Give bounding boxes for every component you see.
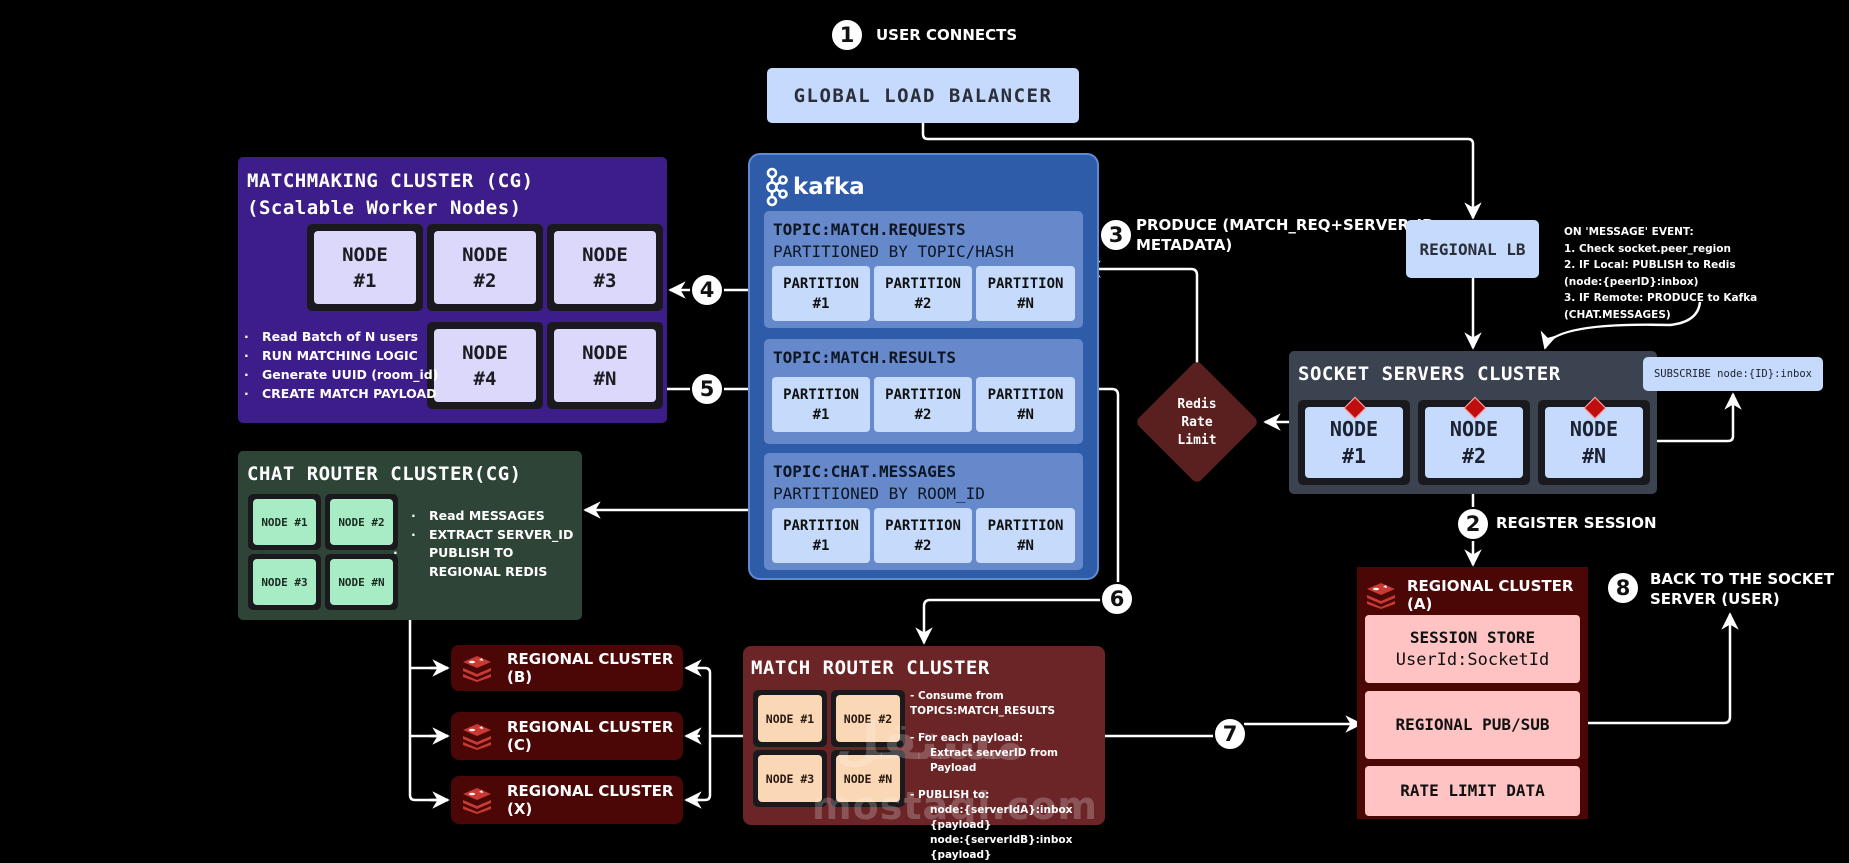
match-router-node-3[interactable]: NODE #3 [753,750,827,807]
match-router-title: MATCH ROUTER CLUSTER [751,657,990,679]
regional-load-balancer[interactable]: REGIONAL LB [1406,220,1539,278]
chat-router-title: CHAT ROUTER CLUSTER(CG) [247,463,522,485]
matchmaking-bullets: Read Batch of N users RUN MATCHING LOGIC… [244,327,438,403]
step-8-label: BACK TO THE SOCKET SERVER (USER) [1650,570,1835,608]
match-router-node-1[interactable]: NODE #1 [753,690,827,747]
kafka-icon [766,167,788,207]
regional-a-header: REGIONAL CLUSTER (A) [1365,577,1588,613]
chat-node-3[interactable]: NODE #3 [248,554,321,610]
redis-icon [463,723,491,750]
subscribe-inbox-box[interactable]: SUBSCRIBE node:{ID}:inbox [1643,357,1823,391]
match-router-node-n[interactable]: NODE #N [831,750,905,807]
arrow-pubsub-to-socket [1580,612,1739,725]
partition-1[interactable]: PARTITION#1 [772,508,870,563]
regional-cluster-x[interactable]: REGIONAL CLUSTER (X) [451,776,683,824]
partition-n[interactable]: PARTITION#N [976,377,1075,432]
topic-title: TOPIC:CHAT.MESSAGES [773,462,957,481]
redis-icon [463,655,491,682]
session-store[interactable]: SESSION STORE UserId:SocketId [1365,615,1580,683]
step-4-badge: 4 [690,273,724,307]
match-router-node-2[interactable]: NODE #2 [831,690,905,747]
kafka-cluster: kafka TOPIC:MATCH.REQUESTS PARTITIONED B… [748,153,1099,580]
topic-title: TOPIC:MATCH.RESULTS [773,348,957,367]
kafka-logo: kafka [764,167,865,207]
topic-subtitle: PARTITIONED BY TOPIC/HASH [773,242,1014,261]
arrow-socket-to-subscribe [1640,392,1742,443]
topic-subtitle: PARTITIONED BY ROOM_ID [773,484,985,503]
matchmaking-node-1[interactable]: NODE#1 [307,224,423,311]
match-router-cluster: MATCH ROUTER CLUSTER NODE #1 NODE #2 NOD… [743,646,1105,861]
redis-rate-limit-label: Redis Rate Limit [1177,397,1217,448]
topic-match-requests[interactable]: TOPIC:MATCH.REQUESTS PARTITIONED BY TOPI… [764,211,1083,328]
global-load-balancer[interactable]: GLOBAL LOAD BALANCER [767,68,1079,123]
partition-2[interactable]: PARTITION#2 [874,266,972,321]
partition-n[interactable]: PARTITION#N [976,266,1075,321]
matchmaking-node-4[interactable]: NODE#4 [427,322,543,409]
arrow-global-to-regional-lb [921,123,1482,220]
regional-cluster-b[interactable]: REGIONAL CLUSTER (B) [451,645,683,691]
step-8-badge: 8 [1606,571,1640,605]
step-7-badge: 7 [1213,717,1247,751]
step-1-label: USER CONNECTS [876,26,1018,44]
matchmaking-node-3[interactable]: NODE#3 [547,224,663,311]
partition-2[interactable]: PARTITION#2 [874,377,972,432]
redis-icon [1367,582,1395,609]
socket-servers-cluster: SOCKET SERVERS CLUSTER NODE#1 NODE#2 NOD… [1289,351,1657,494]
step-2-label: REGISTER SESSION [1496,514,1657,532]
topic-match-results[interactable]: TOPIC:MATCH.RESULTS PARTITION#1 PARTITIO… [764,339,1083,444]
step-1-badge: 1 [830,18,864,52]
watermark-latin: mostaql.com [812,784,1099,828]
topic-title: TOPIC:MATCH.REQUESTS [773,220,966,239]
matchmaking-node-2[interactable]: NODE#2 [427,224,543,311]
partition-2[interactable]: PARTITION#2 [874,508,972,563]
arrow-ratelimit-to-kafka [1083,260,1199,372]
chat-router-cluster: CHAT ROUTER CLUSTER(CG) NODE #1 NODE #2 … [238,451,582,620]
on-message-note: ON 'MESSAGE' EVENT: 1. Check socket.peer… [1564,226,1758,321]
step-3-badge: 3 [1099,218,1133,252]
matchmaking-title: MATCHMAKING CLUSTER (CG) (Scalable Worke… [247,170,534,219]
socket-cluster-title: SOCKET SERVERS CLUSTER [1298,363,1561,385]
chat-router-bullets: Read MESSAGES EXTRACT SERVER_ID PUBLISH … [411,507,576,581]
chat-node-n[interactable]: NODE #N [325,554,398,610]
step-6-badge: 6 [1100,582,1134,616]
step-3-label: PRODUCE (MATCH_REQ+SERVER_ID, METADATA) [1136,216,1441,254]
chat-node-1[interactable]: NODE #1 [248,494,321,550]
regional-cluster-c[interactable]: REGIONAL CLUSTER (C) [451,712,683,760]
regional-pubsub[interactable]: REGIONAL PUB/SUB [1365,691,1580,759]
partition-1[interactable]: PARTITION#1 [772,377,870,432]
regional-cluster-a: REGIONAL CLUSTER (A) SESSION STORE UserI… [1357,567,1588,819]
partition-1[interactable]: PARTITION#1 [772,266,870,321]
redis-icon [463,787,491,814]
watermark-arabic: مستقل [835,712,1026,772]
partition-n[interactable]: PARTITION#N [976,508,1075,563]
matchmaking-cluster: MATCHMAKING CLUSTER (CG) (Scalable Worke… [238,157,667,423]
matchmaking-node-n[interactable]: NODE#N [547,322,663,409]
chat-node-2[interactable]: NODE #2 [325,494,398,550]
arrow-match-router-to-regional [688,666,743,802]
step-5-badge: 5 [690,372,724,406]
arrow-match-router-to-pubsub [1105,724,1361,736]
arrow-chat-router-to-regional [408,620,448,802]
topic-chat-messages[interactable]: TOPIC:CHAT.MESSAGES PARTITIONED BY ROOM_… [764,453,1083,570]
rate-limit-data[interactable]: RATE LIMIT DATA [1365,766,1580,816]
match-router-notes: - Consume from TOPICS:MATCH_RESULTS - Fo… [910,690,1073,861]
kafka-logo-text: kafka [793,174,865,200]
arrow-on-message-note [1540,301,1702,350]
step-2-badge: 2 [1456,507,1490,541]
